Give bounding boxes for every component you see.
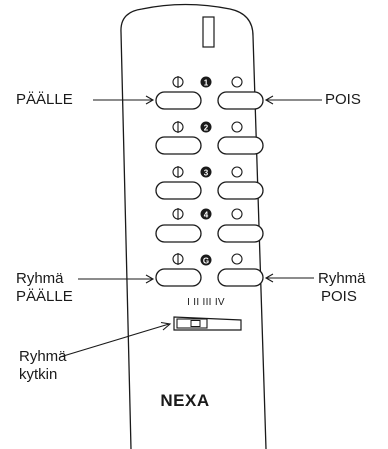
channel-g-letter: G: [203, 257, 209, 266]
on-button-2[interactable]: [155, 136, 202, 155]
on-symbol-icon: [172, 76, 184, 88]
arrow-group-on: [78, 274, 155, 284]
channel-4-badge: [200, 208, 212, 220]
on-symbol-icon: [172, 253, 184, 265]
arrow-group-switch: [59, 321, 172, 358]
channel-4-number: 4: [204, 211, 209, 220]
switch-scale-label: I II III IV: [187, 297, 225, 308]
brand-logo: NEXA: [160, 391, 210, 410]
off-button-2[interactable]: [217, 136, 264, 155]
led-indicator: [202, 16, 215, 48]
label-group-switch-line1: Ryhmä: [19, 348, 67, 365]
channel-3-number: 3: [204, 169, 209, 178]
arrow-group-off: [264, 273, 314, 283]
on-button-3[interactable]: [155, 181, 202, 200]
off-button-4[interactable]: [217, 224, 264, 243]
channel-2-number: 2: [204, 124, 209, 133]
off-button-3[interactable]: [217, 181, 264, 200]
label-group-off-line1: Ryhmä: [318, 270, 366, 287]
off-button-1[interactable]: [217, 91, 264, 110]
off-symbol-icon: [231, 121, 243, 133]
channel-g-badge: [200, 254, 212, 266]
on-button-4[interactable]: [155, 224, 202, 243]
off-symbol-icon: [231, 208, 243, 220]
on-button-1[interactable]: [155, 91, 202, 110]
channel-3-badge: [200, 166, 212, 178]
group-on-button[interactable]: [155, 268, 202, 287]
label-group-switch-line2: kytkin: [19, 366, 58, 383]
on-symbol-icon: [172, 121, 184, 133]
off-symbol-icon: [231, 166, 243, 178]
arrow-off: [264, 95, 322, 105]
channel-2-badge: [200, 121, 212, 133]
on-symbol-icon: [172, 166, 184, 178]
switch-knob: [190, 320, 201, 327]
group-off-button[interactable]: [217, 268, 264, 287]
group-slide-switch[interactable]: [173, 316, 242, 331]
on-symbol-icon: [172, 208, 184, 220]
off-symbol-icon: [231, 76, 243, 88]
arrow-on: [93, 95, 155, 105]
label-group-off-line2: POIS: [321, 288, 357, 305]
label-off: POIS: [325, 91, 361, 108]
channel-1-number: 1: [204, 79, 209, 88]
channel-1-badge: [200, 76, 212, 88]
label-on: PÄÄLLE: [16, 91, 73, 108]
label-group-on-line2: PÄÄLLE: [16, 288, 73, 305]
remote-body: [120, 3, 267, 449]
label-group-on-line1: Ryhmä: [16, 270, 64, 287]
off-symbol-icon: [231, 253, 243, 265]
